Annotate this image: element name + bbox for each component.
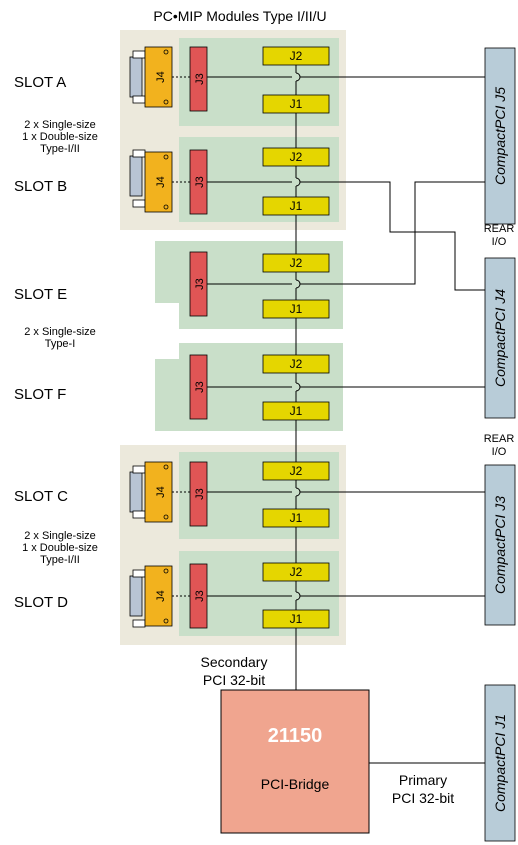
svg-text:CompactPCI J5: CompactPCI J5 xyxy=(492,87,508,185)
slot-a-j2-connector: J2 xyxy=(262,46,330,66)
slot-d-j3-connector: J3 xyxy=(189,563,208,629)
bridge-name: PCI-Bridge xyxy=(261,776,330,792)
compactpci-j4-connector: CompactPCI J4 xyxy=(484,257,516,419)
slot-a-j4-connector: J4 xyxy=(129,46,173,108)
svg-text:1 x Double-size: 1 x Double-size xyxy=(22,131,98,143)
slot-b-j4-label: J4 xyxy=(155,176,167,188)
slot-e-j3-connector: J3 xyxy=(189,251,208,317)
slot-e-j1-connector: J1 xyxy=(262,299,330,319)
group-note-cd: 2 x Single-size 1 x Double-size Type-I/I… xyxy=(22,530,98,566)
svg-text:J1: J1 xyxy=(290,97,303,111)
svg-text:J3: J3 xyxy=(194,73,206,85)
compactpci-j3-connector: CompactPCI J3 xyxy=(484,464,516,626)
svg-text:CompactPCI J3: CompactPCI J3 xyxy=(492,496,508,594)
slot-c-j3-connector: J3 xyxy=(189,461,208,527)
slot-d-j2-connector: J2 xyxy=(262,562,330,582)
svg-text:J2: J2 xyxy=(290,464,303,478)
slot-d-label: SLOT D xyxy=(14,594,68,611)
svg-text:J3: J3 xyxy=(194,176,206,188)
primary-bus-label-line2: PCI 32-bit xyxy=(392,790,454,806)
slot-b-j2-connector: J2 xyxy=(262,147,330,167)
rear-io-label-lower-line2: I/O xyxy=(492,446,507,458)
svg-text:J1: J1 xyxy=(290,511,303,525)
svg-text:J1: J1 xyxy=(290,404,303,418)
svg-text:J1: J1 xyxy=(290,199,303,213)
svg-text:J3: J3 xyxy=(194,381,206,393)
slot-c-j2-connector: J2 xyxy=(262,461,330,481)
svg-text:J2: J2 xyxy=(290,565,303,579)
svg-text:J2: J2 xyxy=(290,150,303,164)
slot-e-label: SLOT E xyxy=(14,286,67,303)
group-note-ef: 2 x Single-size Type-I xyxy=(24,326,96,350)
slot-f-j2-connector: J2 xyxy=(262,354,330,374)
slot-b-j3-connector: J3 xyxy=(189,149,208,215)
svg-text:Type-I/II: Type-I/II xyxy=(40,143,80,155)
svg-text:J2: J2 xyxy=(290,357,303,371)
diagram-title: PC•MIP Modules Type I/II/U xyxy=(153,8,326,24)
svg-text:1 x Double-size: 1 x Double-size xyxy=(22,542,98,554)
slot-f-notch xyxy=(155,343,179,359)
slot-b-j1-connector: J1 xyxy=(262,196,330,216)
svg-text:CompactPCI J4: CompactPCI J4 xyxy=(492,289,508,387)
slot-c-j4-label: J4 xyxy=(155,486,167,498)
slot-d-j4-connector: J4 xyxy=(129,565,173,628)
svg-text:2 x Single-size: 2 x Single-size xyxy=(24,326,96,338)
svg-text:Type-I/II: Type-I/II xyxy=(40,554,80,566)
j4-j3-dashed-links xyxy=(172,76,190,597)
slot-a-j3-connector: J3 xyxy=(189,46,208,112)
slot-a-j4-label: J4 xyxy=(155,71,167,83)
rear-io-routing xyxy=(207,76,485,597)
slot-e-j2-connector: J2 xyxy=(262,253,330,273)
slot-c-j1-connector: J1 xyxy=(262,508,330,528)
svg-text:J1: J1 xyxy=(290,302,303,316)
rear-io-label-lower-line1: REAR xyxy=(484,433,515,445)
svg-text:CompactPCI J1: CompactPCI J1 xyxy=(492,714,508,812)
j1-j2-connectors: J2 J1 J2 J1 J2 J1 J2 J1 xyxy=(262,46,330,629)
slot-c-label: SLOT C xyxy=(14,488,68,505)
slot-c-j4-connector: J4 xyxy=(129,461,173,523)
primary-bus-label-line1: Primary xyxy=(399,772,447,788)
slot-d-j4-label: J4 xyxy=(155,590,167,602)
slot-d-j1-connector: J1 xyxy=(262,609,330,629)
compactpci-j1-connector: CompactPCI J1 xyxy=(484,684,516,842)
svg-text:2 x Single-size: 2 x Single-size xyxy=(24,530,96,542)
svg-text:J2: J2 xyxy=(290,49,303,63)
slot-f-j3-connector: J3 xyxy=(189,354,208,420)
slot-a-label: SLOT A xyxy=(14,74,66,91)
pci-bridge-chip: 21150 PCI-Bridge xyxy=(220,689,370,834)
slot-f-label: SLOT F xyxy=(14,386,66,403)
rear-io-label-upper-line2: I/O xyxy=(492,236,507,248)
group-note-ab: 2 x Single-size 1 x Double-size Type-I/I… xyxy=(22,119,98,155)
slot-e-notch xyxy=(155,303,179,331)
compactpci-j5-connector: CompactPCI J5 xyxy=(484,47,516,225)
svg-text:J3: J3 xyxy=(194,278,206,290)
secondary-bus-label-line1: Secondary xyxy=(201,654,268,670)
rear-io-label-upper-line1: REAR xyxy=(484,223,515,235)
slot-b-label: SLOT B xyxy=(14,178,67,195)
bridge-number: 21150 xyxy=(268,725,323,747)
slot-b-j4-connector: J4 xyxy=(129,149,173,213)
svg-text:J3: J3 xyxy=(194,590,206,602)
slot-f-j1-connector: J1 xyxy=(262,401,330,421)
svg-text:J3: J3 xyxy=(194,488,206,500)
svg-text:2 x Single-size: 2 x Single-size xyxy=(24,119,96,131)
secondary-bus-label-line2: PCI 32-bit xyxy=(203,672,265,688)
svg-text:Type-I: Type-I xyxy=(45,338,76,350)
svg-text:J2: J2 xyxy=(290,256,303,270)
svg-text:J1: J1 xyxy=(290,612,303,626)
slot-a-j1-connector: J1 xyxy=(262,94,330,114)
